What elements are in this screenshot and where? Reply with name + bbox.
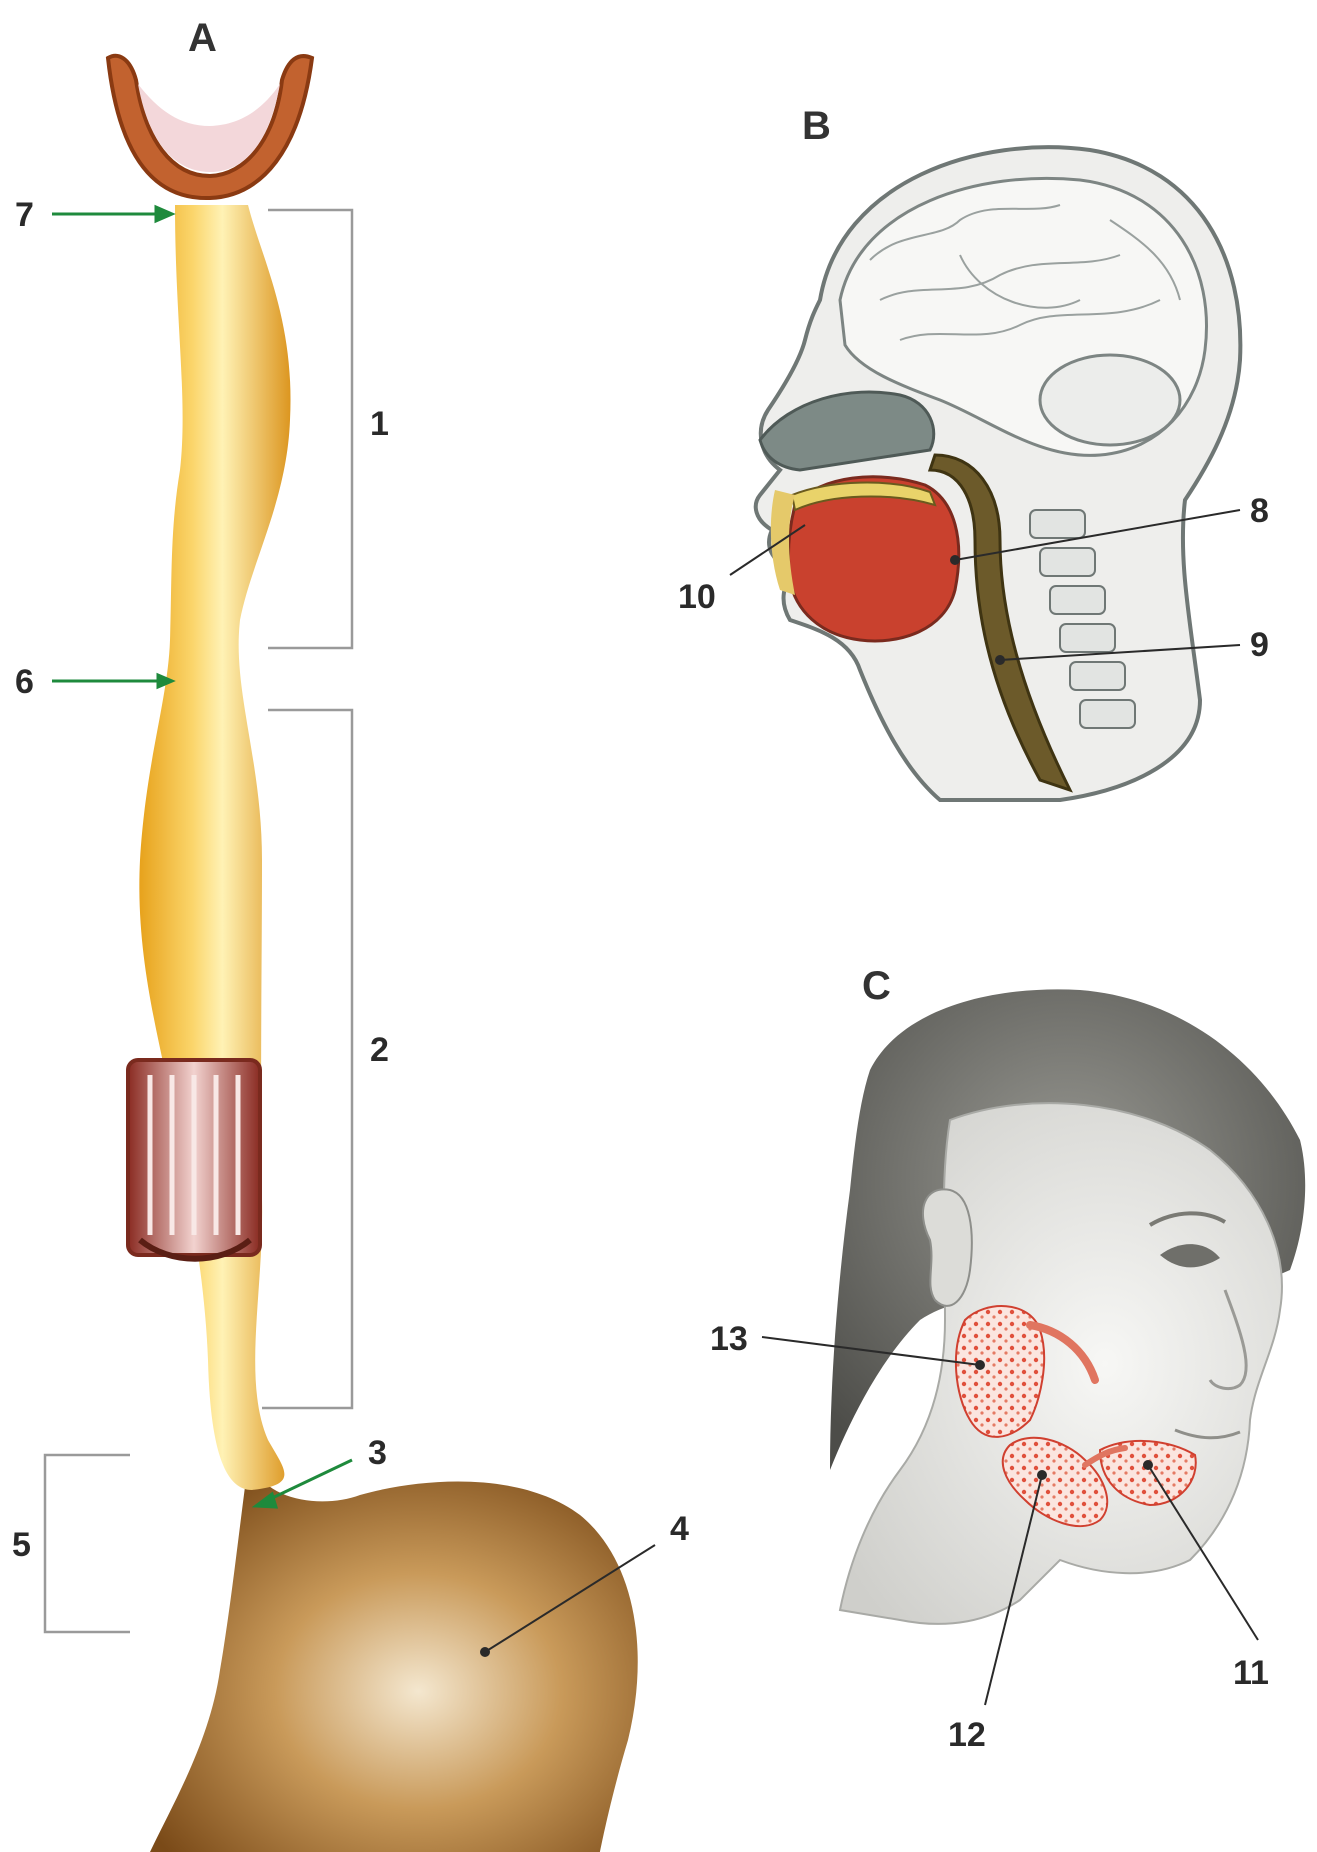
- label-11: 11: [1233, 1656, 1269, 1690]
- label-6: 6: [15, 665, 34, 699]
- label-9: 9: [1250, 628, 1269, 662]
- label-4: 4: [670, 1512, 689, 1546]
- label-10: 10: [678, 580, 716, 614]
- cerebellum: [1040, 355, 1180, 445]
- label-5: 5: [12, 1528, 31, 1562]
- esophagus-illustration: [108, 56, 638, 1852]
- head-section-illustration: [756, 147, 1241, 800]
- panel-label-c: C: [862, 966, 891, 1006]
- ear: [923, 1189, 972, 1306]
- label-1: 1: [370, 407, 389, 441]
- label-12: 12: [948, 1718, 986, 1752]
- label-2: 2: [370, 1033, 389, 1067]
- label-8: 8: [1250, 494, 1269, 528]
- bracket-2: [262, 710, 352, 1408]
- bracket-5: [45, 1455, 130, 1632]
- label-7: 7: [15, 198, 34, 232]
- esophagus-tube: [139, 205, 290, 1490]
- panel-label-b: B: [802, 106, 831, 146]
- panel-label-a: A: [188, 18, 217, 58]
- face-illustration: [830, 989, 1305, 1624]
- stomach-shape: [150, 1450, 638, 1852]
- label-3: 3: [368, 1436, 387, 1470]
- label-13: 13: [710, 1322, 748, 1356]
